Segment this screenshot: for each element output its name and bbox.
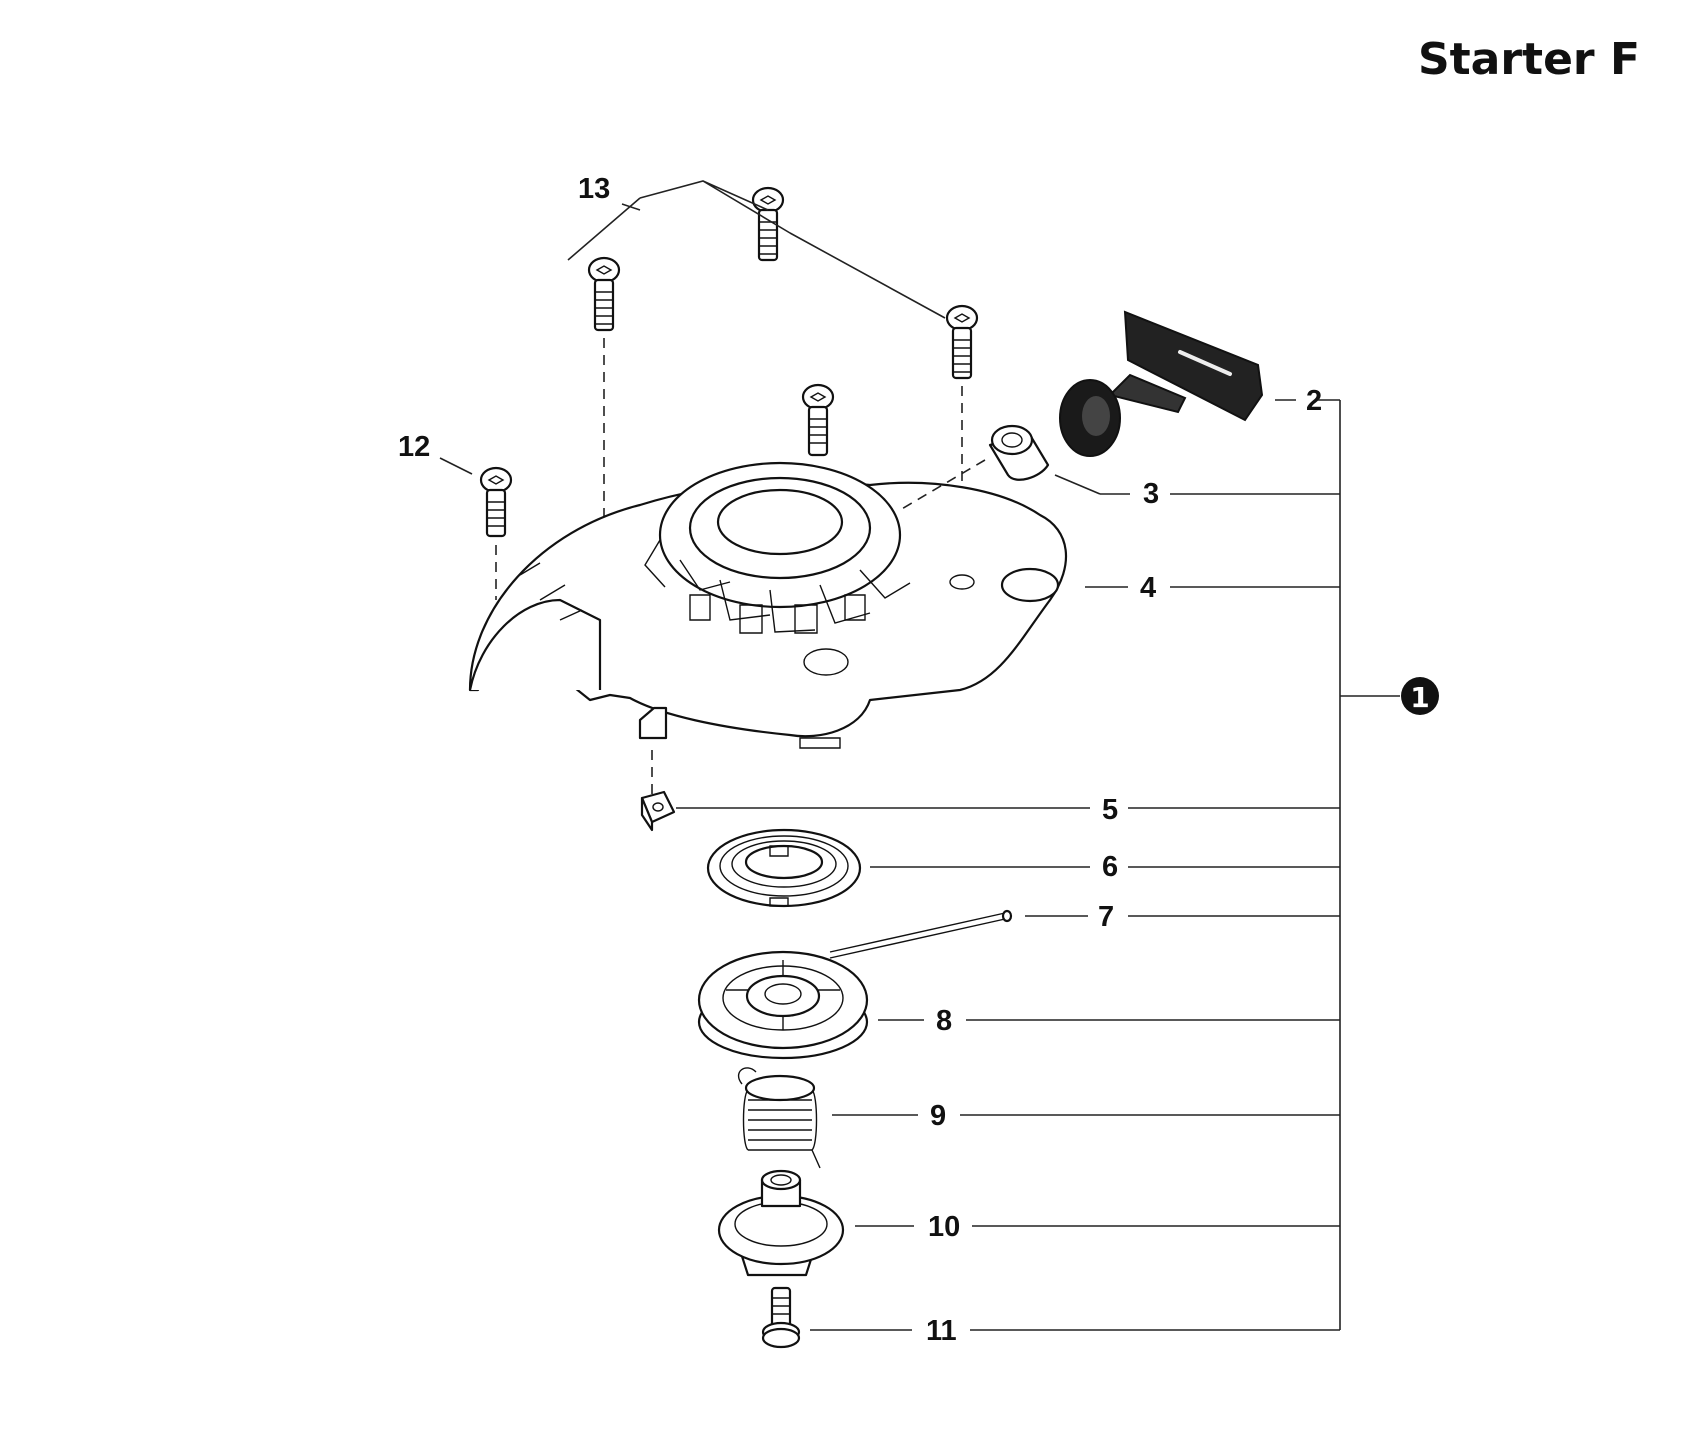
screw-12	[479, 466, 513, 538]
starter-housing	[468, 461, 1068, 749]
callout-11: 11	[926, 1315, 957, 1347]
rope-pulley	[697, 950, 869, 1060]
callout-5: 5	[1102, 794, 1118, 826]
callout-9: 9	[930, 1100, 946, 1132]
screw-13-top	[751, 186, 785, 262]
starter-rope	[829, 909, 1013, 959]
assembly-bracket	[960, 399, 1400, 1331]
page-title: Starter F	[1417, 34, 1640, 85]
callout-6: 6	[1102, 851, 1118, 883]
center-screw	[761, 1286, 801, 1349]
pawl-carrier	[717, 1169, 845, 1277]
callout-7: 7	[1098, 901, 1114, 933]
assembly-callout-number: 1	[1410, 681, 1429, 714]
screw-center	[801, 383, 835, 457]
recoil-spring	[706, 828, 862, 908]
square-nut	[640, 790, 676, 832]
callout-12: 12	[398, 431, 430, 463]
assembly-callout-1: 1	[1401, 677, 1439, 715]
callout-3: 3	[1143, 478, 1159, 510]
callout-2: 2	[1306, 385, 1322, 417]
screw-13-right	[945, 304, 979, 380]
starter-handle	[1059, 310, 1264, 457]
callout-4: 4	[1140, 572, 1156, 604]
callout-8: 8	[936, 1005, 952, 1037]
screw-13-left	[587, 256, 621, 332]
callout-10: 10	[928, 1211, 960, 1243]
rope-bushing	[988, 424, 1050, 481]
pawl-spring	[737, 1067, 821, 1169]
bracket-13	[567, 180, 946, 319]
callout-13: 13	[578, 173, 610, 205]
